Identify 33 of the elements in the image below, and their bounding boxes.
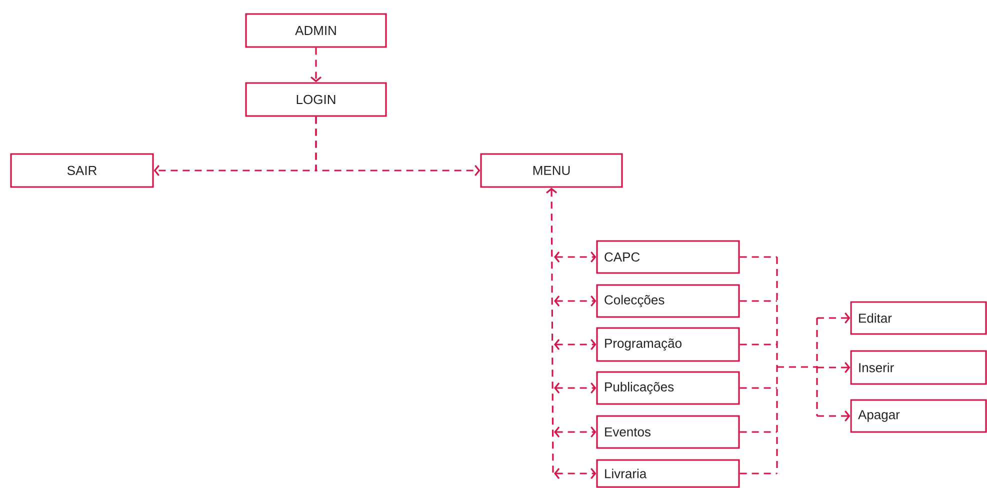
arrow bbox=[310, 48, 322, 82]
menu-box: Publicações bbox=[596, 371, 740, 405]
arrow bbox=[554, 339, 596, 350]
connector-line bbox=[740, 387, 777, 389]
arrow bbox=[817, 312, 850, 324]
menu-box: Livraria bbox=[596, 459, 740, 488]
connector-line bbox=[740, 256, 777, 258]
arrow bbox=[554, 426, 596, 438]
arrow bbox=[546, 188, 558, 474]
menu-box: SAIR bbox=[10, 153, 154, 188]
menu-box: MENU bbox=[480, 153, 623, 188]
arrow bbox=[554, 252, 596, 262]
menu-box: Programação bbox=[596, 327, 740, 362]
menu-box: ADMIN bbox=[245, 13, 387, 48]
arrow bbox=[554, 468, 596, 479]
arrow bbox=[315, 116, 480, 176]
menu-box: Inserir bbox=[850, 350, 987, 385]
menu-box: Eventos bbox=[596, 415, 740, 449]
arrow bbox=[554, 296, 596, 306]
arrow bbox=[817, 362, 850, 373]
connector-line bbox=[776, 257, 778, 474]
arrow bbox=[554, 382, 596, 394]
connector-line bbox=[740, 431, 777, 433]
connector-line bbox=[816, 318, 818, 416]
menu-box: Apagar bbox=[850, 399, 987, 433]
connector-line bbox=[777, 366, 817, 368]
menu-box: CAPC bbox=[596, 240, 740, 274]
connector-line bbox=[740, 472, 777, 474]
menu-box: Editar bbox=[850, 301, 987, 335]
arrow bbox=[817, 410, 850, 422]
connector-line bbox=[740, 300, 777, 302]
menu-box: Colecções bbox=[596, 284, 740, 318]
menu-box: LOGIN bbox=[245, 82, 387, 117]
